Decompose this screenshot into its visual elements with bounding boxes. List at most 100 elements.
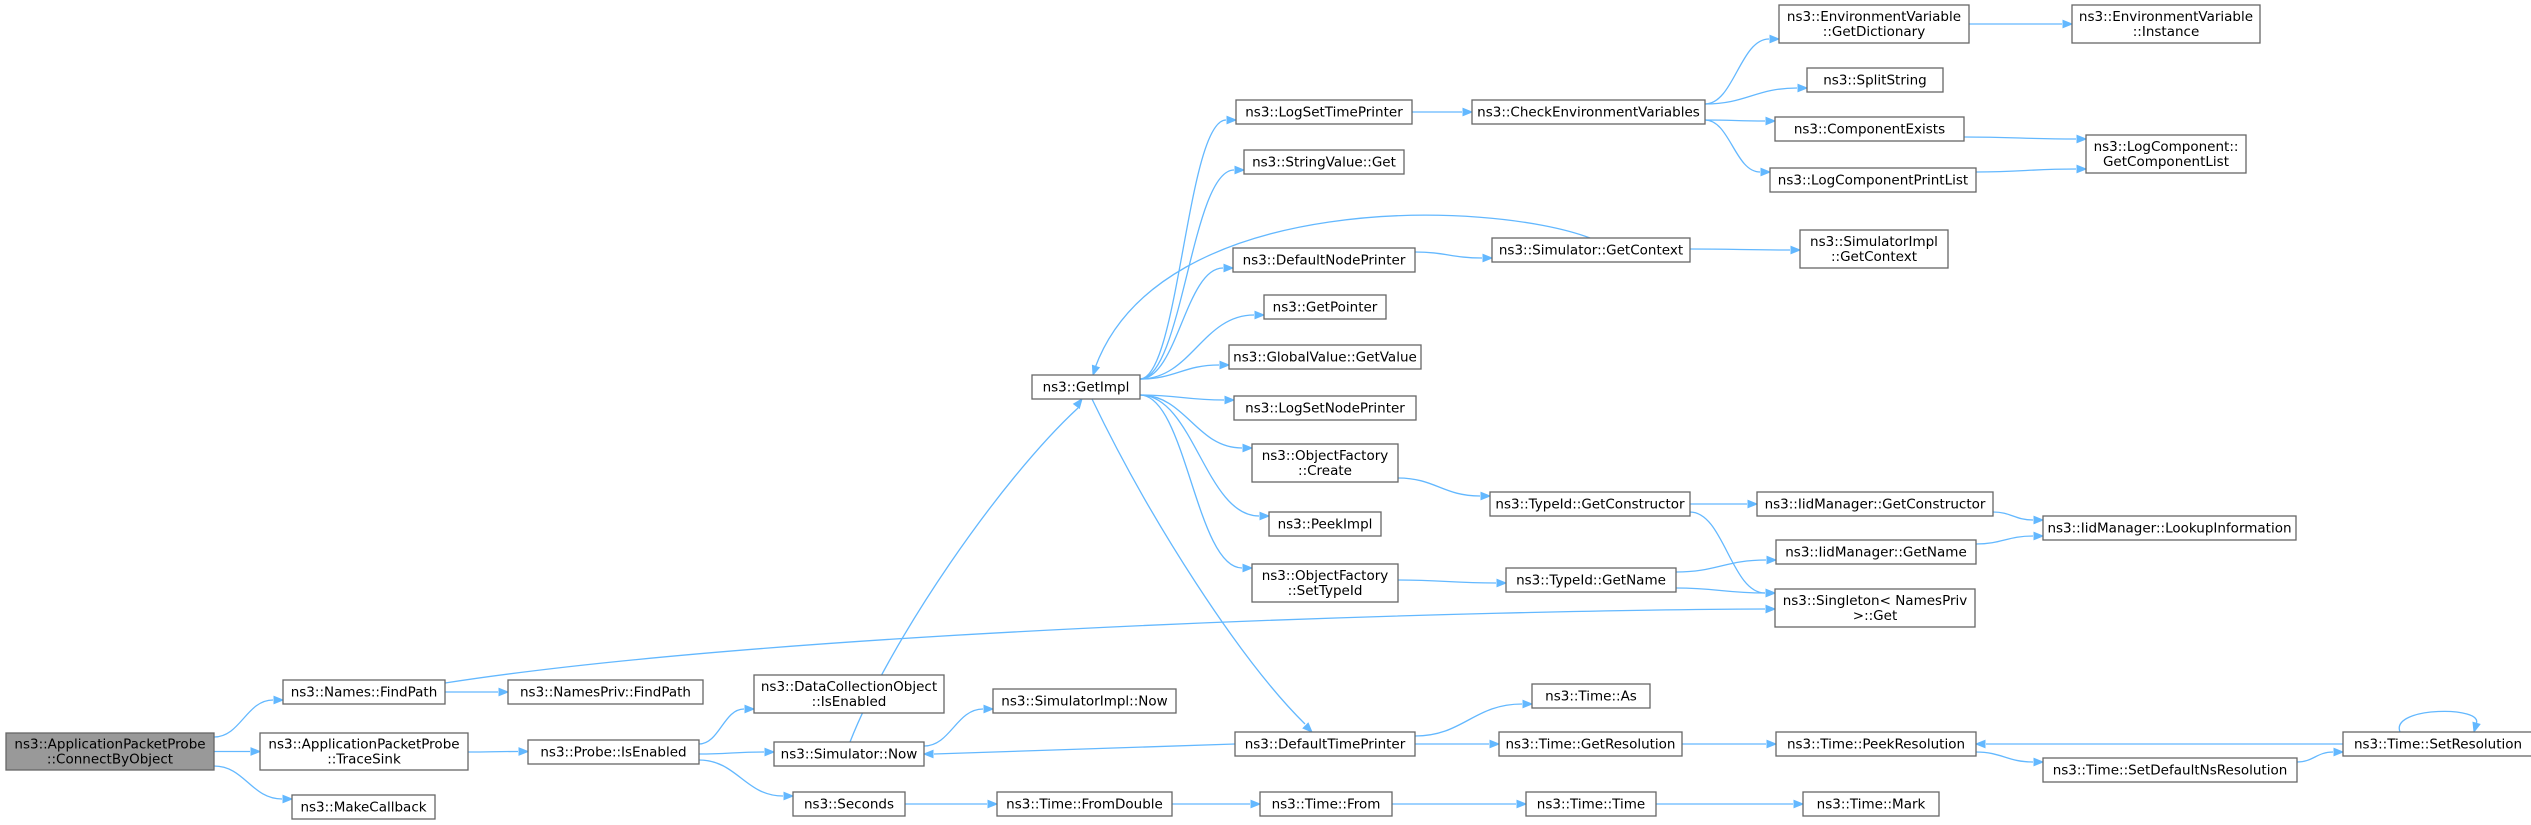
node-typeIdGetConstructor[interactable]: ns3::TypeId::GetConstructor — [1489, 491, 1691, 517]
node-traceSink[interactable]: ns3::ApplicationPacketProbe::TraceSink — [259, 732, 469, 771]
node-splitString[interactable]: ns3::SplitString — [1806, 67, 1944, 93]
node-checkEnvVars[interactable]: ns3::CheckEnvironmentVariables — [1471, 99, 1706, 125]
edge-line — [1963, 136, 2077, 140]
node-box — [2042, 515, 2297, 541]
node-simulatorNow[interactable]: ns3::Simulator::Now — [773, 741, 925, 767]
node-label: ::GetContext — [1831, 249, 1917, 265]
node-box — [1802, 791, 1940, 817]
node-dcoIsEnabled[interactable]: ns3::DataCollectionObject::IsEnabled — [753, 674, 945, 714]
edge-line — [1139, 267, 1224, 380]
node-probeIsEnabled[interactable]: ns3::Probe::IsEnabled — [527, 739, 700, 765]
node-getImpl[interactable]: ns3::GetImpl — [1031, 374, 1141, 400]
node-defaultNodePrinter[interactable]: ns3::DefaultNodePrinter — [1232, 247, 1416, 273]
node-timeFrom[interactable]: ns3::Time::From — [1259, 791, 1393, 817]
edge-connectByObject-to-makeCallback — [213, 765, 294, 804]
node-makeCallback[interactable]: ns3::MakeCallback — [291, 794, 436, 820]
edge-line — [1704, 38, 1770, 105]
node-simulatorGetContext[interactable]: ns3::Simulator::GetContext — [1491, 237, 1691, 263]
edge-line — [1397, 579, 1497, 584]
node-iidGetConstructor[interactable]: ns3::IidManager::GetConstructor — [1756, 491, 1994, 517]
edge-connectByObject-to-namesFindPath — [213, 695, 285, 738]
node-timeTime[interactable]: ns3::Time::Time — [1525, 791, 1657, 817]
edge-arrowhead-icon — [518, 747, 530, 756]
node-logSetTimePrinter[interactable]: ns3::LogSetTimePrinter — [1235, 99, 1413, 125]
edge-line — [1689, 511, 1766, 594]
node-stringValueGet[interactable]: ns3::StringValue::Get — [1243, 149, 1405, 175]
node-typeIdGetName[interactable]: ns3::TypeId::GetName — [1505, 567, 1677, 593]
node-timePeekResolution[interactable]: ns3::Time::PeekResolution — [1775, 731, 1977, 757]
node-box — [1471, 99, 1706, 125]
node-label: ns3::GetPointer — [1273, 300, 1378, 316]
node-defaultTimePrinter[interactable]: ns3::DefaultTimePrinter — [1234, 731, 1416, 757]
node-seconds[interactable]: ns3::Seconds — [792, 791, 906, 817]
node-label: ns3::IidManager::GetConstructor — [1765, 497, 1986, 513]
edge-line — [1704, 87, 1798, 105]
node-timeFromDouble[interactable]: ns3::Time::FromDouble — [996, 791, 1173, 817]
edge-checkEnvVars-to-logComponentPrintList — [1704, 119, 1772, 177]
node-label: ns3::SimulatorImpl — [1810, 234, 1938, 250]
node-label: ::GetDictionary — [1823, 24, 1925, 40]
node-logComponentGetList[interactable]: ns3::LogComponent::GetComponentList — [2085, 134, 2247, 174]
node-label: ns3::IidManager::LookupInformation — [2047, 521, 2291, 537]
node-logComponentPrintList[interactable]: ns3::LogComponentPrintList — [1769, 167, 1977, 193]
node-label: ns3::TypeId::GetName — [1516, 573, 1666, 589]
node-label: ns3::Time::SetDefaultNsResolution — [2053, 763, 2288, 779]
node-simImplNow[interactable]: ns3::SimulatorImpl::Now — [992, 688, 1177, 714]
edge-arrowhead-icon — [282, 794, 294, 804]
node-namesFindPath[interactable]: ns3::Names::FindPath — [282, 679, 446, 705]
node-box — [1263, 294, 1387, 320]
edge-line — [213, 699, 274, 738]
node-componentExists[interactable]: ns3::ComponentExists — [1774, 116, 1965, 142]
node-envVarInstance[interactable]: ns3::EnvironmentVariable::Instance — [2071, 4, 2261, 44]
node-logSetNodePrinter[interactable]: ns3::LogSetNodePrinter — [1233, 395, 1417, 421]
edge-getImpl-to-logSetNodePrinter — [1139, 394, 1236, 405]
edge-line — [2296, 751, 2334, 763]
edge-line — [1139, 119, 1227, 380]
edge-logComponentPrintList-to-logComponentGetList — [1975, 164, 2088, 174]
edge-arrowhead-icon — [1974, 739, 1986, 749]
node-iidGetName[interactable]: ns3::IidManager::GetName — [1775, 539, 1977, 565]
edge-typeIdGetConstructor-to-iidGetConstructor — [1690, 499, 1759, 509]
node-label: ns3::Singleton< NamesPriv — [1783, 593, 1968, 609]
node-timeSetDefaultNsRes[interactable]: ns3::Time::SetDefaultNsResolution — [2042, 757, 2298, 783]
node-box — [1251, 443, 1399, 483]
edge-checkEnvVars-to-splitString — [1704, 83, 1809, 105]
node-label: ns3::Time::Time — [1537, 797, 1645, 813]
node-globalValueGetValue[interactable]: ns3::GlobalValue::GetValue — [1228, 344, 1422, 370]
edge-line — [1414, 251, 1483, 259]
edge-typeIdGetName-to-iidGetName — [1675, 555, 1778, 573]
edge-timeGetResolution-to-timePeekResolution — [1682, 739, 1778, 749]
edge-arrowhead-icon — [2033, 757, 2045, 767]
edge-timeFrom-to-timeTime — [1392, 799, 1528, 809]
edge-getImpl-to-globalValueGetValue — [1139, 360, 1231, 380]
edge-typeIdGetConstructor-to-singletonGet — [1689, 511, 1777, 598]
node-box — [1505, 567, 1677, 593]
edge-arrowhead-icon — [2062, 19, 2074, 29]
node-simImplGetContext[interactable]: ns3::SimulatorImpl::GetContext — [1799, 229, 1949, 269]
node-timeMark[interactable]: ns3::Time::Mark — [1802, 791, 1940, 817]
node-timeSetResolution[interactable]: ns3::Time::SetResolution — [2342, 731, 2531, 757]
node-connectByObject[interactable]: ns3::ApplicationPacketProbe::ConnectByOb… — [5, 732, 215, 771]
node-label: ns3::Names::FindPath — [291, 685, 438, 701]
node-label: ns3::Simulator::GetContext — [1499, 243, 1683, 259]
node-objectFactorySetTypeId[interactable]: ns3::ObjectFactory::SetTypeId — [1251, 563, 1399, 603]
edge-objectFactoryCreate-to-typeIdGetConstructor — [1397, 477, 1492, 501]
node-namesPrivFindPath[interactable]: ns3::NamesPriv::FindPath — [507, 679, 704, 705]
edge-arrowhead-icon — [2472, 721, 2481, 734]
node-label: ns3::Probe::IsEnabled — [540, 745, 686, 761]
node-box — [2342, 731, 2531, 757]
node-label: ns3::DefaultNodePrinter — [1243, 253, 1406, 269]
node-iidLookupInfo[interactable]: ns3::IidManager::LookupInformation — [2042, 515, 2297, 541]
node-label: ns3::Time::PeekResolution — [1787, 737, 1965, 753]
node-getPointer[interactable]: ns3::GetPointer — [1263, 294, 1387, 320]
node-objectFactoryCreate[interactable]: ns3::ObjectFactory::Create — [1251, 443, 1399, 483]
node-peekImpl[interactable]: ns3::PeekImpl — [1268, 511, 1382, 537]
node-envVarGetDictionary[interactable]: ns3::EnvironmentVariable::GetDictionary — [1778, 4, 1970, 44]
node-timeGetResolution[interactable]: ns3::Time::GetResolution — [1498, 731, 1683, 757]
edge-arrowhead-icon — [1766, 739, 1778, 749]
node-box — [1031, 374, 1141, 400]
edge-line — [1139, 314, 1255, 380]
edge-timeSetDefaultNsRes-to-timeSetResolution — [2296, 747, 2345, 763]
node-singletonGet[interactable]: ns3::Singleton< NamesPriv>::Get — [1774, 588, 1976, 628]
node-timeAs[interactable]: ns3::Time::As — [1531, 683, 1651, 709]
